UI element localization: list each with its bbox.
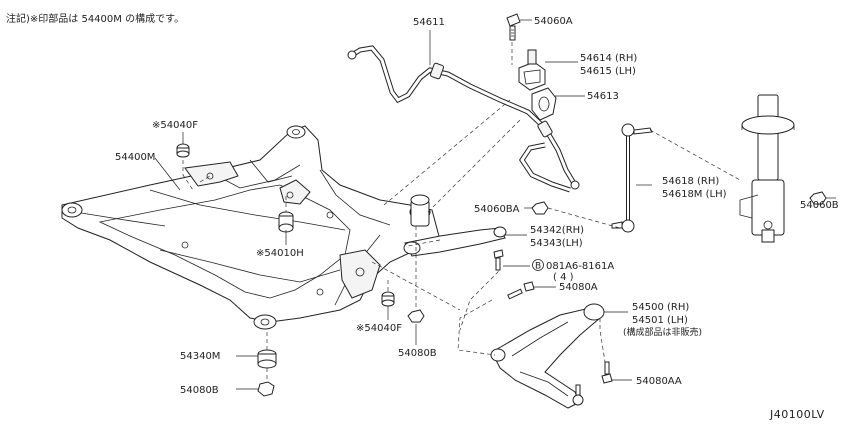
bolt-54080AA[interactable]	[601, 361, 613, 384]
bolt-code-label[interactable]: B 081A6-8161A ( 4 )	[532, 259, 615, 284]
label-081A6-8161A: 081A6-8161A	[546, 261, 614, 272]
strut-assembly	[649, 94, 795, 243]
label-54060A[interactable]: 54060A	[534, 16, 573, 27]
label-54500-note: (構成部品は非販売)	[623, 326, 702, 338]
nut-54060BA[interactable]	[531, 201, 549, 215]
bushing-54010H[interactable]	[278, 211, 294, 233]
bolt-54080A[interactable]	[507, 281, 535, 300]
label-54080AA[interactable]: 54080AA	[636, 376, 682, 387]
stabilizer-bar[interactable]	[347, 45, 580, 193]
label-54618M[interactable]: 54618M (LH)	[662, 189, 727, 200]
leader-lines	[154, 19, 836, 390]
label-54342[interactable]: 54342(RH)	[530, 225, 584, 236]
label-54060BA[interactable]: 54060BA	[474, 204, 520, 215]
label-54343[interactable]: 54343(LH)	[530, 238, 583, 249]
label-54080B-mid[interactable]: 54080B	[398, 348, 437, 359]
label-54340M[interactable]: 54340M	[180, 351, 220, 362]
label-54618[interactable]: 54618 (RH)	[662, 176, 719, 187]
bushing-54040F-top[interactable]	[176, 143, 190, 158]
bolt-54080B-mid[interactable]	[407, 309, 425, 323]
stabilizer-bracket[interactable]	[518, 49, 546, 91]
stabilizer-bushing[interactable]	[531, 87, 557, 121]
front-suspension-member[interactable]	[61, 125, 441, 330]
label-54614[interactable]: 54614 (RH)	[580, 53, 637, 64]
diagram-note: 注記)※印部品は 54400M の構成です。	[6, 12, 184, 25]
nut-54060B[interactable]	[809, 191, 827, 205]
label-54080A[interactable]: 54080A	[559, 282, 598, 293]
bushing-54040F-bottom[interactable]	[381, 291, 395, 307]
bolt-081A6-8161A[interactable]	[493, 249, 504, 271]
label-54010H[interactable]: ※54010H	[256, 248, 304, 259]
transverse-link[interactable]	[490, 303, 605, 409]
label-54615[interactable]: 54615 (LH)	[580, 66, 636, 77]
bolt-circle-mark	[532, 259, 544, 271]
label-bolt-quantity: ( 4 )	[553, 272, 574, 283]
stabilizer-link[interactable]	[611, 123, 653, 233]
label-54613[interactable]: 54613	[587, 91, 619, 102]
label-54500[interactable]: 54500 (RH)	[632, 302, 689, 313]
label-54611[interactable]: 54611	[413, 17, 445, 28]
label-54400M[interactable]: 54400M	[115, 152, 155, 163]
label-54060B[interactable]: 54060B	[800, 200, 839, 211]
diagram-code: J40100LV	[769, 408, 825, 421]
label-54040F-bottom[interactable]: ※54040F	[356, 323, 402, 334]
label-54080B-left[interactable]: 54080B	[180, 385, 219, 396]
bolt-54080B-left[interactable]	[257, 381, 275, 397]
label-54501[interactable]: 54501 (LH)	[632, 315, 688, 326]
assembly-guide-lines	[182, 42, 621, 382]
insulator-54340M[interactable]	[257, 349, 277, 369]
bolt-54060A[interactable]	[506, 13, 521, 41]
label-54040F-top[interactable]: ※54040F	[152, 120, 198, 131]
bolt-circle-letter: B	[535, 262, 541, 272]
